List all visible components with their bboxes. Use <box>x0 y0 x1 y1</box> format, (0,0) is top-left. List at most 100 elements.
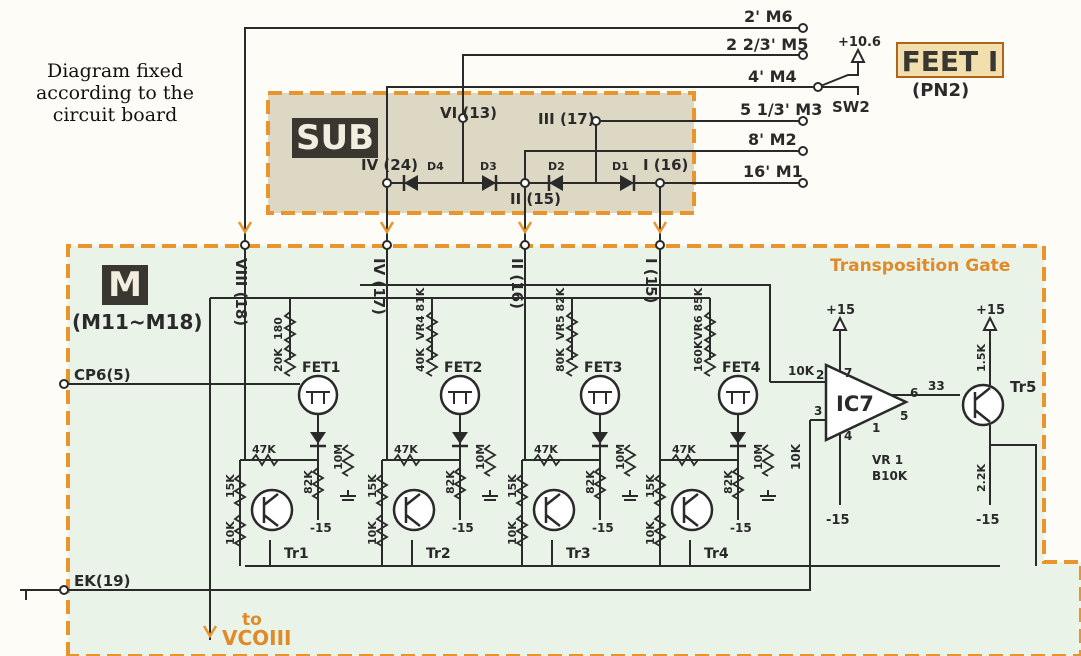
ic7-neg15: -15 <box>826 513 850 528</box>
stage-neg15: -15 <box>730 521 752 535</box>
drain-resistor-value: 82K <box>302 470 315 494</box>
diode-d3-label: D3 <box>480 160 497 173</box>
bias-resistor-value: 10M <box>614 444 627 470</box>
ground-symbol <box>340 490 356 501</box>
stage-neg15: -15 <box>452 521 474 535</box>
ic7-pos15: +15 <box>826 303 855 318</box>
opamp-vrval: B10K <box>872 469 908 483</box>
diode-4 <box>404 175 418 191</box>
gate-resistor <box>653 514 667 547</box>
emitter-resistor-value: 15K <box>224 474 237 498</box>
transistor-leads <box>682 493 699 527</box>
output-m2: 8' M2 <box>748 130 797 149</box>
supply-arrow-tr5 <box>982 315 998 331</box>
opamp-values: 10K 10K 33 VR 1 B10K 2 3 7 4 6 1 5 <box>788 364 945 483</box>
sub-node-iv: IV (24) <box>361 156 418 174</box>
fet-leads <box>726 391 750 404</box>
m-input-viii: VIII (18) <box>232 258 250 326</box>
tr5-leads <box>973 387 991 423</box>
top-resistor-value: 180 <box>272 317 285 340</box>
transistor-symbol <box>250 488 294 532</box>
bias-resistor <box>623 444 637 477</box>
ground-symbol <box>622 490 638 501</box>
output-m5: 2 2/3' M5 <box>726 35 808 54</box>
emitter-resistor-value: 15K <box>366 474 379 498</box>
diode-3 <box>482 175 496 191</box>
mid-resistor-value: 160K <box>692 340 705 372</box>
stage-neg15: -15 <box>310 521 332 535</box>
fet-symbol <box>297 374 339 416</box>
transistor-symbol <box>392 488 436 532</box>
top-resistor-value: VR6 85K <box>692 287 705 340</box>
supply-arrow-ic7 <box>832 315 848 331</box>
gate-resistor <box>515 514 529 547</box>
feet-badge: FEET I <box>896 42 1004 78</box>
sub-node-i: I (16) <box>643 156 688 174</box>
to-label: to <box>242 610 262 630</box>
stage-neg15: -15 <box>592 521 614 535</box>
top-resistor-value: VR5 82K <box>554 287 567 340</box>
drain-resistor <box>453 467 467 500</box>
m-board-box <box>66 244 1081 656</box>
diode-chain <box>402 175 636 191</box>
emitter-resistor-value: 15K <box>644 474 657 498</box>
opamp-rout: 33 <box>928 379 945 393</box>
drain-resistor <box>593 467 607 500</box>
ground-symbol <box>760 490 776 501</box>
switch-sw2: SW2 <box>832 98 870 116</box>
vco-label: VCOIII <box>222 626 292 650</box>
stage-diode <box>730 432 746 444</box>
input-arrows <box>202 221 668 639</box>
diode-2 <box>549 175 563 191</box>
base-resistor <box>671 453 699 467</box>
transistor-leads <box>544 493 561 527</box>
gate-resistor-value: 10K <box>224 521 237 545</box>
stage-diode <box>452 432 468 444</box>
sub-node-labels: VI (13) III (17) IV (24) II (15) I (16) <box>361 104 688 208</box>
base-resistor-value: 47K <box>394 443 418 456</box>
supply-arrow-106 <box>850 47 866 63</box>
tr5-label: Tr5 <box>1010 378 1036 396</box>
gate-resistor-value: 10K <box>366 521 379 545</box>
diode-d1-label: D1 <box>612 160 629 173</box>
drain-resistor-value: 82K <box>722 470 735 494</box>
sub-node-vi: VI (13) <box>440 104 497 122</box>
drain-resistor <box>311 467 325 500</box>
opamp-pin2: 2 <box>816 368 824 382</box>
top-resistor <box>703 311 717 344</box>
top-resistor <box>425 311 439 344</box>
base-resistor-value: 47K <box>252 443 276 456</box>
opamp-rfb: 10K <box>789 443 803 470</box>
fet-label: FET2 <box>444 360 482 376</box>
gate-resistor <box>233 514 247 547</box>
mid-resistor <box>283 344 297 377</box>
emitter-resistor <box>515 474 529 507</box>
tr5-symbol <box>961 383 1005 427</box>
base-resistor-value: 47K <box>672 443 696 456</box>
transistor-label: Tr3 <box>566 546 591 562</box>
output-m6: 2' M6 <box>744 7 793 26</box>
fet-symbol <box>439 374 481 416</box>
output-labels: 2' M6 2 2/3' M5 4' M4 5 1/3' M3 8' M2 16… <box>726 7 822 181</box>
sub-node-iii: III (17) <box>538 110 595 128</box>
mid-resistor-value: 80K <box>554 348 567 372</box>
tr5-re: 2.2K <box>975 464 988 492</box>
feet-sub-label: (PN2) <box>912 80 970 101</box>
fet-label: FET3 <box>584 360 622 376</box>
fet-symbol <box>579 374 621 416</box>
diode-1 <box>620 175 634 191</box>
drain-resistor-value: 82K <box>584 470 597 494</box>
signal-cp6: CP6(5) <box>74 366 131 384</box>
diode-d2-label: D2 <box>548 160 565 173</box>
opamp-pin6: 6 <box>910 386 918 400</box>
mid-resistor-value: 40K <box>414 348 427 372</box>
top-resistor <box>283 311 297 344</box>
gate-resistor-value: 10K <box>506 521 519 545</box>
tr5-rc: 1.5K <box>975 344 988 372</box>
opamp-rin: 10K <box>788 364 815 378</box>
signal-ek: EK(19) <box>74 572 130 590</box>
fet-leads <box>588 391 612 404</box>
mid-resistor <box>703 344 717 377</box>
emitter-resistor-value: 15K <box>506 474 519 498</box>
bias-resistor-value: 10M <box>474 444 487 470</box>
